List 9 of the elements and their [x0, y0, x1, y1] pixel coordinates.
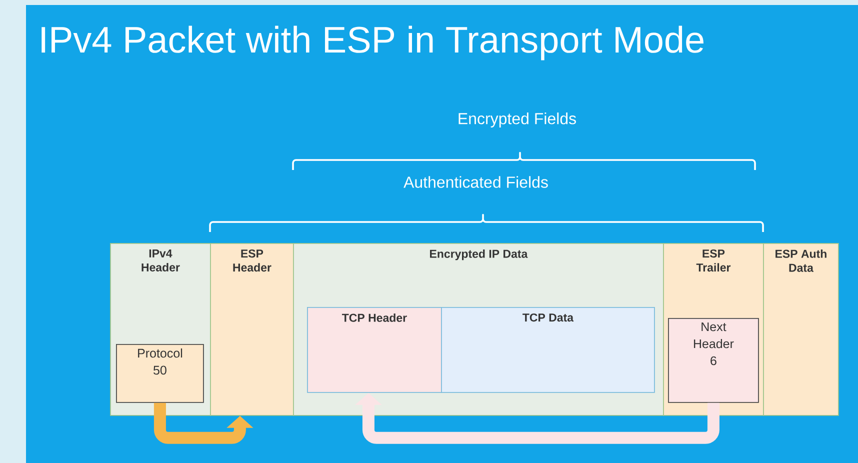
packet-field: ESP Header	[210, 243, 294, 416]
bracket-label: Authenticated Fields	[404, 176, 548, 188]
field-box: Next Header 6	[668, 318, 759, 403]
title: IPv4 Packet with ESP in Transport Mode	[42, 26, 704, 60]
packet-field: ESP Auth Data	[763, 243, 839, 416]
bracket-label: Encrypted Fields	[458, 112, 576, 128]
field-box: Protocol 50	[116, 344, 204, 403]
segment-box: TCP Header	[307, 307, 442, 393]
segment-box: TCP Data	[441, 307, 655, 393]
